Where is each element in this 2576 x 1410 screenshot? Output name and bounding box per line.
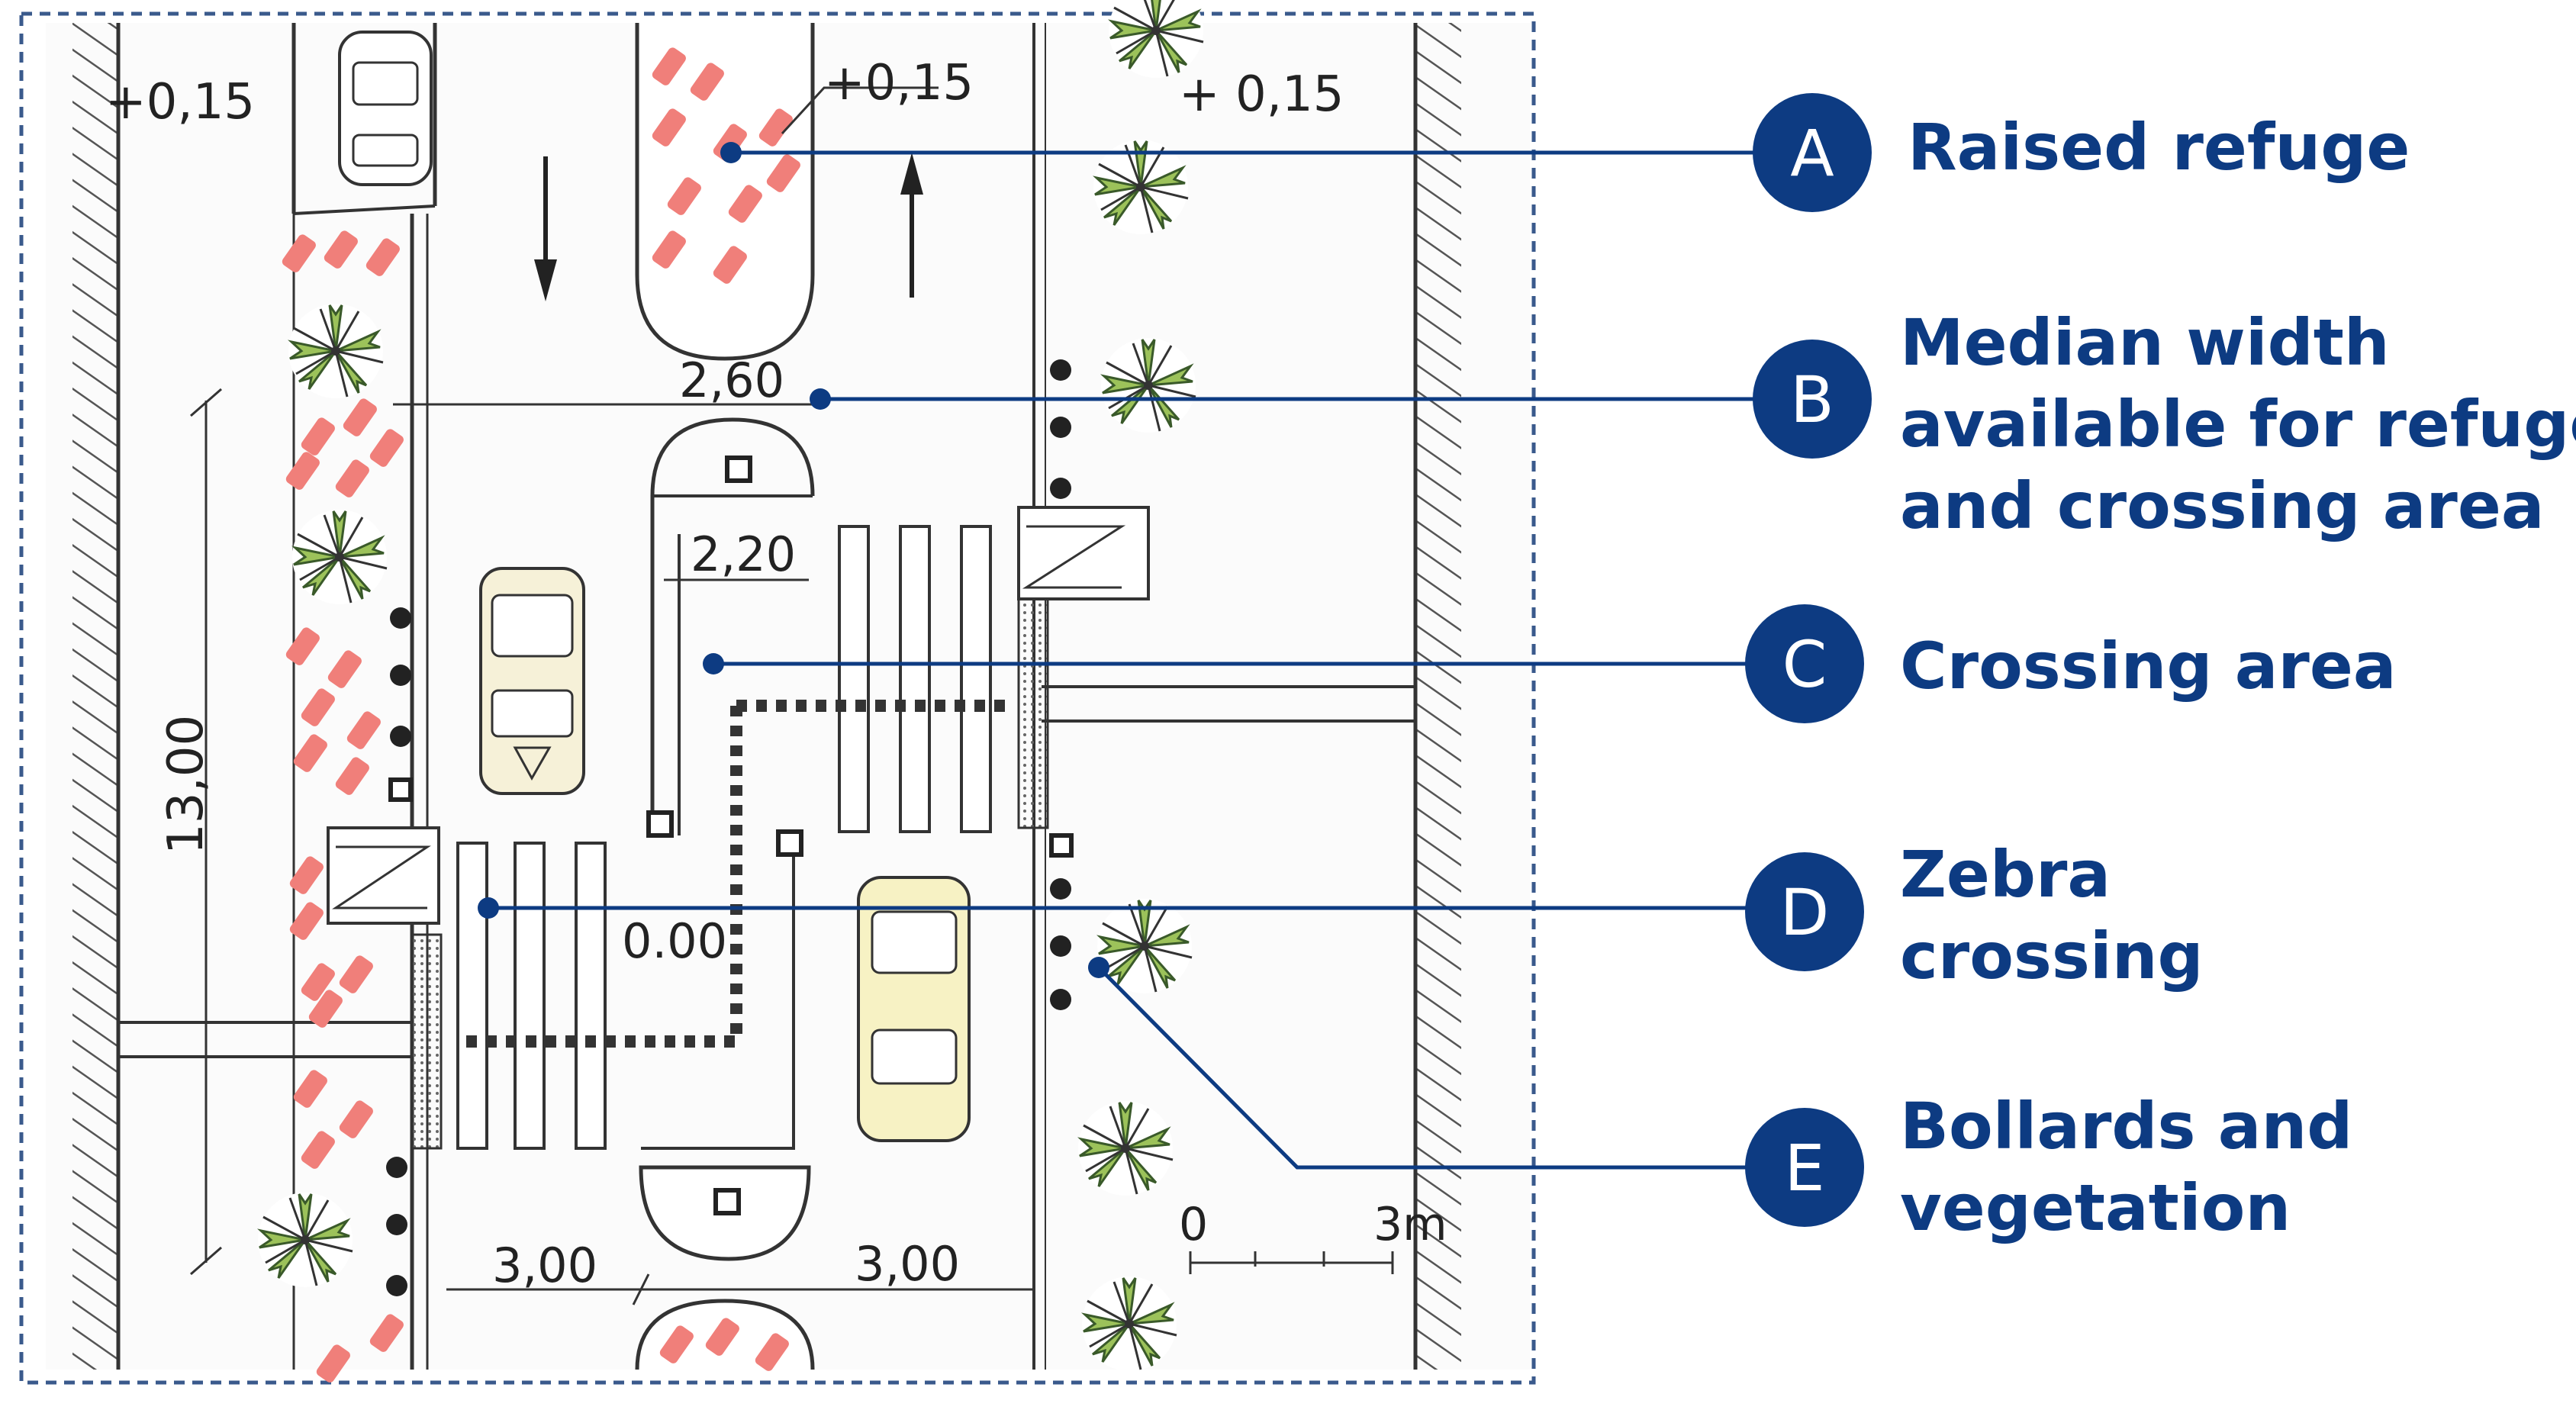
car-icon [857,876,971,1142]
street-plan: +0,15 +0,15 + 0,15 2,60 2,20 0.00 13,00 … [46,0,1530,1385]
car-icon [338,31,433,186]
dim-level-left: +0,15 [105,74,255,130]
arrow-up-icon [900,153,923,298]
tree-icon [1077,1099,1174,1197]
label-e-text-line1: Bollards and [1900,1089,2352,1164]
tree-icon [1100,336,1197,434]
tree-icon [287,302,385,400]
label-a-badge [1753,93,1872,212]
label-d-badge [1745,852,1864,971]
dim-road-level: 0.00 [622,913,727,969]
label-c-badge [1745,604,1864,723]
label-e: E Bollards and vegetation [1745,1089,2352,1245]
label-c-letter: C [1782,627,1827,702]
dim-level-median: +0,15 [824,55,974,111]
label-d: D Zebra crossing [1745,837,2204,993]
label-c-text: Crossing area [1900,629,2397,703]
tree-icon [256,1191,354,1289]
arrow-down-icon [534,156,557,301]
label-d-text-line1: Zebra [1900,837,2111,912]
leader-lines [488,150,1763,1170]
label-e-badge [1745,1108,1864,1227]
label-b-badge [1753,340,1872,459]
label-b-text-line1: Median width [1900,305,2390,380]
zebra-crossing-left [456,842,607,1150]
scale-zero: 0 [1179,1198,1208,1251]
dim-median-width: 2,60 [679,352,784,408]
crossing-area-boundary [458,700,1007,1048]
car-icon [479,567,585,795]
label-d-letter: D [1780,875,1830,950]
dim-length: 13,00 [158,715,214,855]
label-b-text-line2: available for refuge [1900,387,2576,462]
leader-dots [478,142,1109,978]
bollard-icon [386,607,413,1296]
label-a-letter: A [1790,116,1834,191]
dim-lane-left: 3,00 [492,1238,597,1293]
figure-border [19,11,1536,1385]
label-e-text-line2: vegetation [1900,1170,2291,1245]
label-e-letter: E [1784,1131,1824,1206]
raised-refuge-top [635,23,815,361]
tree-icon [1080,1275,1178,1373]
dimension-lines [190,86,1394,1305]
tree-icon [291,508,388,606]
scale-end: 3m [1373,1198,1447,1251]
label-b-letter: B [1790,362,1834,437]
label-b-text-line3: and crossing area [1900,468,2545,543]
zebra-crossing-right [838,525,992,833]
label-a: A Raised refuge [1753,93,2410,212]
label-d-text-line2: crossing [1900,919,2204,993]
label-a-text: Raised refuge [1908,110,2410,185]
label-c: C Crossing area [1745,604,2397,723]
label-b: B Median width available for refuge and … [1753,305,2576,543]
dim-refuge-width: 2,20 [691,526,796,582]
dim-lane-right: 3,00 [855,1236,960,1292]
raised-refuge-bottom [635,1299,815,1373]
building-edge-right [1415,23,1461,1370]
building-edge-left [72,23,118,1370]
dim-level-right: + 0,15 [1179,66,1344,123]
bollard-icon [1049,359,1074,1010]
